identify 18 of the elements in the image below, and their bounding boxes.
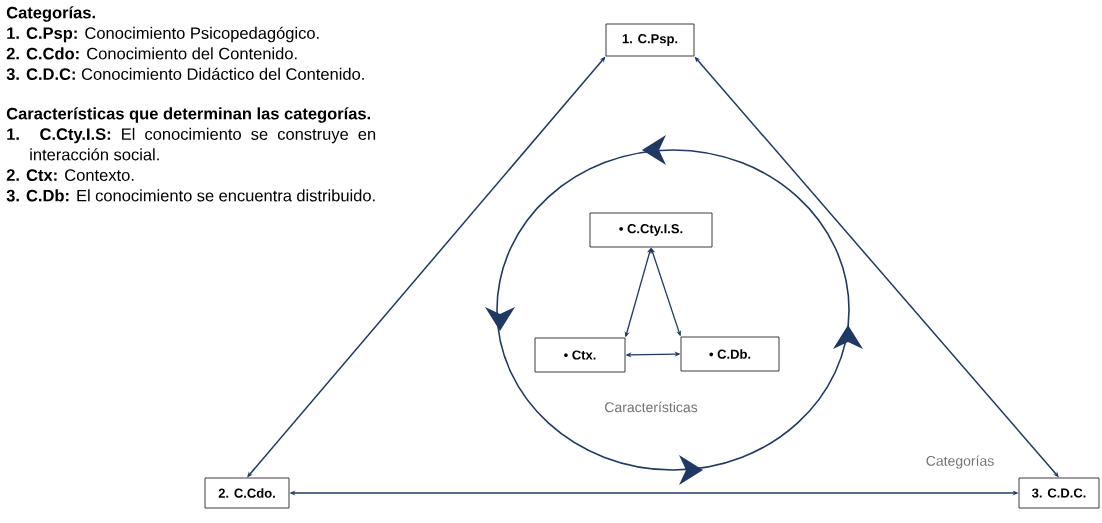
list-item: 2. C.Cdo: Conocimiento del Contenido. — [6, 47, 297, 60]
triangle-caption: Categorías — [926, 455, 994, 469]
list-item: 1. C.Psp: Conocimiento Psicopedagógico. — [7, 26, 319, 43]
heading: Categorías. — [6, 6, 95, 22]
list-item: 3. C.Db: El conocimiento se encuentra distribuido. — [6, 189, 375, 202]
heading: Características que determinan las categorías. — [6, 107, 371, 123]
label-box: 1. C.Psp. — [605, 23, 695, 57]
circle-caption: Características — [605, 401, 698, 413]
list-item: 3. C.D.C: Conocimiento Didáctico del Contenido. — [6, 67, 364, 80]
list-item: 2. Ctx: Contexto. — [6, 169, 134, 181]
label-box: • Ctx. — [534, 337, 626, 373]
label-box: • C.Db. — [680, 336, 780, 372]
list-item: 1. C.Cty.I.S: El conocimiento se construye en interacción social. — [7, 127, 376, 161]
label-box: 2. C.Cdo. — [204, 477, 290, 509]
double-arrow — [694, 56, 1059, 478]
double-arrow — [247, 56, 606, 478]
label-box: • C.Cty.I.S. — [589, 212, 713, 248]
label-box: 3. C.D.C. — [1018, 477, 1100, 509]
